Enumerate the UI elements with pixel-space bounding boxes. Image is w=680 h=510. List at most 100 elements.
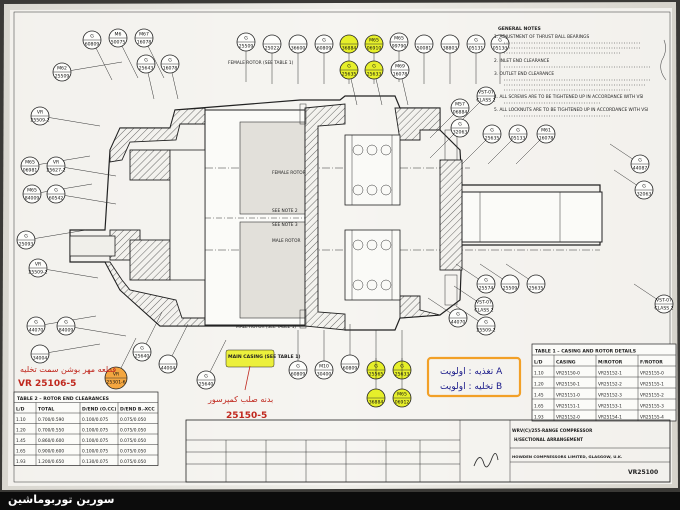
part-balloon: M67 16078 bbox=[134, 28, 165, 79]
table-cell: 0.075/0.050 bbox=[120, 449, 146, 455]
title-line-1: WRV(C)/255-RANGE COMPRESSOR bbox=[512, 428, 593, 433]
balloon-bottom-text: 25627-2 bbox=[46, 168, 65, 174]
balloon-bottom-text: 06910 bbox=[367, 46, 382, 52]
balloon-bottom-text: 25093 bbox=[19, 242, 34, 248]
part-balloon: 25509 bbox=[479, 263, 520, 294]
balloon-bottom-text: 25509-2 bbox=[476, 328, 495, 334]
part-balloon: 36600 bbox=[288, 34, 308, 84]
hand-left-part: VR 25106-5 bbox=[18, 379, 76, 389]
balloon-bottom-text: 36884 bbox=[369, 400, 384, 406]
balloon-bottom-text: 25022 bbox=[265, 46, 280, 52]
balloon-bottom-text: 30400 bbox=[317, 372, 332, 378]
table-header-cell: L/D bbox=[534, 360, 543, 366]
balloon-bottom-text: 25509-2 bbox=[30, 118, 49, 124]
balloon-top-text: G bbox=[296, 364, 300, 370]
balloon-bottom-text: 05133 bbox=[511, 136, 526, 142]
balloon-bottom-text: 25635 bbox=[529, 286, 544, 292]
balloon-top-text: G bbox=[474, 38, 478, 44]
table-cell: 0.700/0.590 bbox=[38, 417, 64, 423]
balloon-top-text: G bbox=[24, 234, 28, 240]
table-header-cell: M/ROTOR bbox=[598, 360, 623, 366]
balloon-top-text: M65 bbox=[397, 392, 407, 398]
balloon-top-text: VST-07 bbox=[478, 90, 494, 96]
table-cell: 1.45 bbox=[16, 438, 26, 444]
table-cell: 1.20 bbox=[16, 428, 26, 434]
balloon-top-text: G bbox=[516, 128, 520, 134]
table-cell: 0.700/0.550 bbox=[38, 428, 64, 434]
main-casing-label: MAIN CASING (SEE TABLE 1) bbox=[228, 354, 301, 360]
part-balloon: G 25640 bbox=[132, 311, 163, 362]
table-cell: 1.10 bbox=[16, 417, 26, 423]
general-notes-title: GENERAL NOTES bbox=[498, 26, 541, 32]
balloon-top-text: M62 bbox=[57, 66, 67, 72]
part-balloon: 38803 bbox=[440, 34, 460, 84]
caption-bar: سورين توربوماشين bbox=[0, 492, 680, 510]
part-balloon: G 05133 bbox=[487, 124, 528, 165]
male-rotor-table-label: MALE ROTOR (SEE TABLE 1) bbox=[236, 324, 296, 330]
table-cell: VR25154-1 bbox=[598, 415, 622, 421]
balloon-bottom-text: 32063 bbox=[453, 130, 468, 136]
balloon-bottom-text: 84009 bbox=[25, 196, 40, 202]
balloon-bottom-text: 25509-2 bbox=[28, 270, 47, 276]
balloon-bottom-text: 25640 bbox=[135, 354, 150, 360]
balloon-bottom-text: 60809 bbox=[85, 42, 100, 48]
male-rotor-label: MALE ROTOR bbox=[272, 238, 300, 244]
table-cell: VR25150-1 bbox=[556, 382, 580, 388]
table-header-cell: L/D bbox=[16, 407, 25, 413]
balloon-bottom-text: 36600 bbox=[291, 46, 306, 52]
balloon-top-text: G bbox=[322, 38, 326, 44]
balloon-bottom-text: 25301-6 bbox=[106, 380, 125, 386]
part-balloon: 44004 bbox=[158, 323, 189, 374]
table-cell: VR25155-3 bbox=[640, 404, 664, 410]
note-2: 2. INLET END CLEARANCE bbox=[494, 58, 550, 64]
balloon-top-text: G bbox=[64, 320, 68, 326]
balloon-top-text: G bbox=[638, 158, 642, 164]
signature bbox=[473, 453, 499, 468]
balloon-top-text: G bbox=[490, 128, 494, 134]
balloon-top-text: G bbox=[372, 64, 376, 70]
section-view bbox=[69, 95, 603, 331]
part-balloon: M10 30400 bbox=[314, 330, 334, 380]
table-cell: VR25155-1 bbox=[640, 382, 664, 388]
balloon-top-text: M67 bbox=[139, 32, 149, 38]
table-cell: VR25153-1 bbox=[598, 404, 622, 410]
table-cell: 1.65 bbox=[534, 404, 544, 410]
table-cell: VR25155-0 bbox=[640, 371, 664, 377]
table-cell: 0.100/0.075 bbox=[82, 449, 108, 455]
balloon-bottom-text: 50075 bbox=[111, 40, 126, 46]
table-cell: 0.100/0.075 bbox=[82, 417, 108, 423]
balloon-top-text: G bbox=[140, 346, 144, 352]
table-header-cell: F/ROTOR bbox=[640, 360, 663, 366]
balloon-top-text: M10 bbox=[319, 364, 329, 370]
table-cell: 1.65 bbox=[16, 449, 26, 455]
balloon-top-text: M6 bbox=[115, 32, 122, 38]
balloon-bottom-text: 84009 bbox=[59, 328, 74, 334]
table-cell: VR25150-0 bbox=[556, 371, 580, 377]
balloon-bottom-text: 16078 bbox=[137, 40, 152, 46]
balloon-top-text: G bbox=[34, 320, 38, 326]
see-note-2-label: SEE NOTE 2 bbox=[272, 208, 298, 214]
balloon-top-text: G bbox=[168, 58, 172, 64]
note-3: 3. OUTLET END CLEARANCE bbox=[494, 71, 554, 77]
title-line-2: H/SECTIONAL ARRANGEMENT bbox=[514, 437, 583, 442]
female-rotor-label: FEMALE ROTOR bbox=[272, 170, 306, 176]
general-notes: GENERAL NOTES 1. ADJUSTMENT OF THRUST BA… bbox=[494, 26, 650, 117]
